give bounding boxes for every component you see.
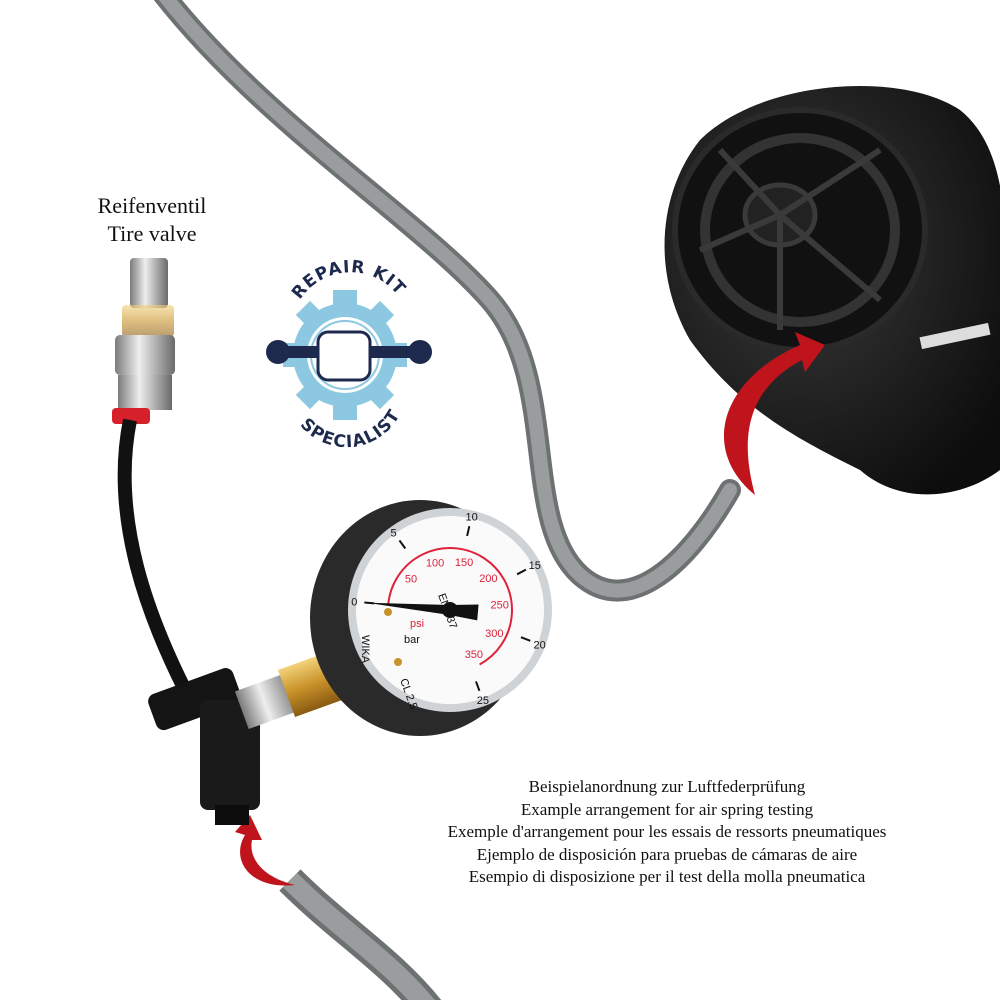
t-fitting xyxy=(148,652,343,825)
caption-line-es: Ejemplo de disposición para pruebas de c… xyxy=(476,844,858,864)
bar-tick-label: 5 xyxy=(391,527,397,539)
caption-line-it: Esempio di disposizione per il test dell… xyxy=(468,867,866,886)
bar-tick-label: 15 xyxy=(529,560,541,572)
psi-tick-label: 350 xyxy=(465,649,483,661)
caption-line-fr: Exemple d'arrangement pour les essais de… xyxy=(447,822,887,841)
gauge-unit-psi: psi xyxy=(410,618,424,630)
psi-tick-label: 250 xyxy=(491,600,509,612)
black-tube xyxy=(117,418,192,694)
psi-tick-label: 50 xyxy=(405,574,417,586)
psi-arc xyxy=(387,547,513,666)
gauge-unit-bar: bar xyxy=(404,634,420,646)
caption: Beispielanordnung zur Luftfederprüfung E… xyxy=(400,776,934,889)
tire-valve xyxy=(112,258,175,424)
caption-line-en: Example arrangement for air spring testi… xyxy=(520,799,814,819)
bar-tick-label: 0 xyxy=(351,597,357,609)
gauge-needle xyxy=(366,602,479,621)
gauge-brand: WIKA xyxy=(359,635,371,664)
bar-tick xyxy=(398,539,407,550)
tire-valve-label-en: Tire valve xyxy=(107,221,197,246)
repair-kit-specialist-logo: REPAIR KIT SPECIALIST xyxy=(266,257,432,452)
bar-tick-label: 10 xyxy=(465,511,477,523)
bar-tick xyxy=(516,568,527,576)
arrow-to-air-spring xyxy=(723,332,825,495)
tire-valve-label-de: Reifenventil xyxy=(97,193,207,218)
caption-line-de: Beispielanordnung zur Luftfederprüfung xyxy=(528,777,806,796)
arrow-to-t-fitting xyxy=(235,815,295,886)
bar-tick-label: 20 xyxy=(533,639,545,651)
bar-tick-label: 25 xyxy=(477,695,489,707)
psi-tick-label: 200 xyxy=(479,573,497,585)
psi-tick-label: 300 xyxy=(485,628,503,640)
air-spring xyxy=(664,86,1000,495)
psi-tick-label: 150 xyxy=(455,557,473,569)
gauge-screw xyxy=(384,608,392,616)
gauge-screw xyxy=(394,658,402,666)
bar-tick xyxy=(475,681,481,692)
psi-tick-label: 100 xyxy=(426,557,444,569)
bar-tick xyxy=(466,525,471,537)
bar-tick xyxy=(520,636,531,642)
